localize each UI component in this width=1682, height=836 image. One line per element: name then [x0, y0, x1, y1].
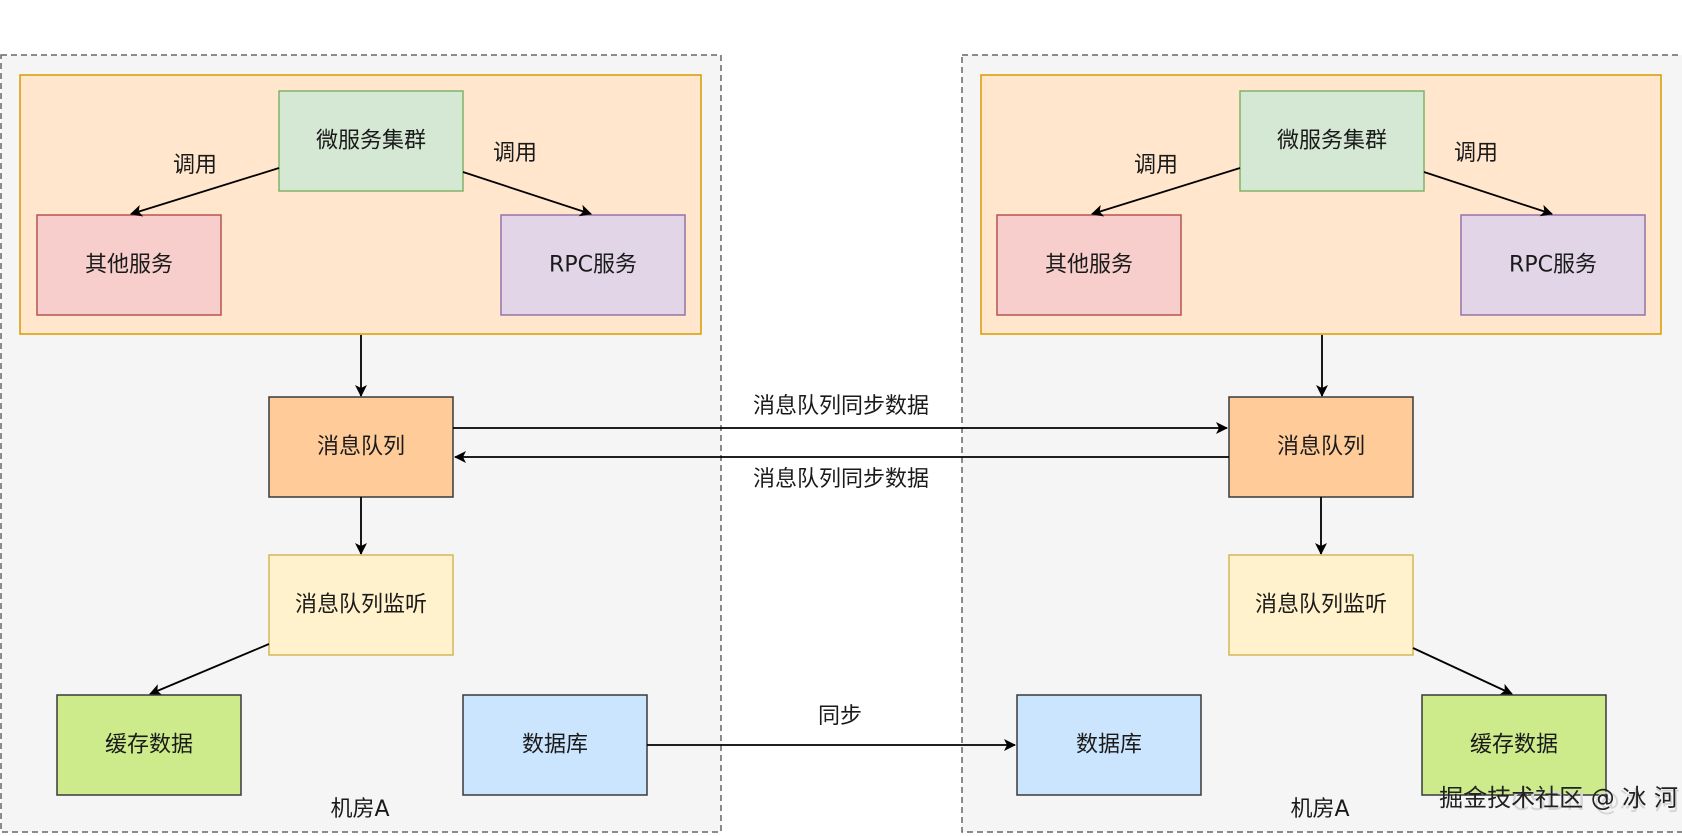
message-queue-label: 消息队列: [1277, 435, 1365, 460]
microservice-cluster-label: 微服务集群: [316, 129, 426, 154]
mq-sync-backward-label: 消息队列同步数据: [753, 467, 929, 492]
other-service-label: 其他服务: [1045, 253, 1133, 278]
mq-sync-forward-label: 消息队列同步数据: [753, 394, 929, 419]
call-edge-left: [130, 167, 280, 217]
watermark-ghost-text: CSDN @冰 河: [1511, 787, 1680, 817]
room-right: 微服务集群 其他服务 RPC服务 调用 调用 消息队列 消息队列监听 缓存数据 …: [961, 54, 1682, 833]
listener-to-cache-edge: [1412, 647, 1513, 695]
mq-listener-node: [268, 554, 454, 656]
call-edge-right: [1423, 171, 1553, 217]
rpc-service-label: RPC服务: [549, 253, 637, 278]
room-left-label: 机房A: [330, 797, 389, 822]
call-edge-right-label: 调用: [1454, 141, 1498, 166]
rpc-service-node: [1460, 214, 1646, 316]
watermark-text: 掘金技术社区 @ 冰 河: [1439, 784, 1678, 812]
message-queue-node: [1228, 396, 1414, 498]
other-service-node: [36, 214, 222, 316]
database-node: [462, 694, 648, 796]
microservice-cluster-node: [1239, 90, 1425, 192]
other-service-node: [996, 214, 1182, 316]
other-service-label: 其他服务: [85, 253, 173, 278]
call-edge-left: [1091, 167, 1241, 217]
message-queue-label: 消息队列: [317, 435, 405, 460]
mq-listener-label: 消息队列监听: [295, 593, 427, 618]
mq-listener-label: 消息队列监听: [1255, 593, 1387, 618]
room-left: 微服务集群 其他服务 RPC服务 调用 调用 消息队列 消息队列监听 缓存数据 …: [0, 54, 722, 833]
microservice-cluster-node: [278, 90, 464, 192]
listener-to-cache-edge: [149, 643, 270, 696]
database-label: 数据库: [522, 733, 588, 758]
database-node: [1016, 694, 1202, 796]
room-right-label: 机房A: [1290, 797, 1349, 822]
call-edge-right: [462, 171, 592, 217]
call-edge-right-label: 调用: [493, 141, 537, 166]
message-queue-node: [268, 396, 454, 498]
cache-data-node: [56, 694, 242, 796]
cache-data-label: 缓存数据: [1470, 733, 1558, 758]
database-label: 数据库: [1076, 733, 1142, 758]
rpc-service-node: [500, 214, 686, 316]
microservice-cluster-label: 微服务集群: [1277, 129, 1387, 154]
cross-room-links: 消息队列同步数据 消息队列同步数据 同步: [453, 394, 1229, 751]
rpc-service-label: RPC服务: [1509, 253, 1597, 278]
cache-data-node: [1421, 694, 1607, 796]
cache-data-label: 缓存数据: [105, 733, 193, 758]
call-edge-left-label: 调用: [173, 153, 217, 178]
call-edge-left-label: 调用: [1134, 153, 1178, 178]
db-sync-label: 同步: [818, 704, 862, 729]
mq-listener-node: [1228, 554, 1414, 656]
